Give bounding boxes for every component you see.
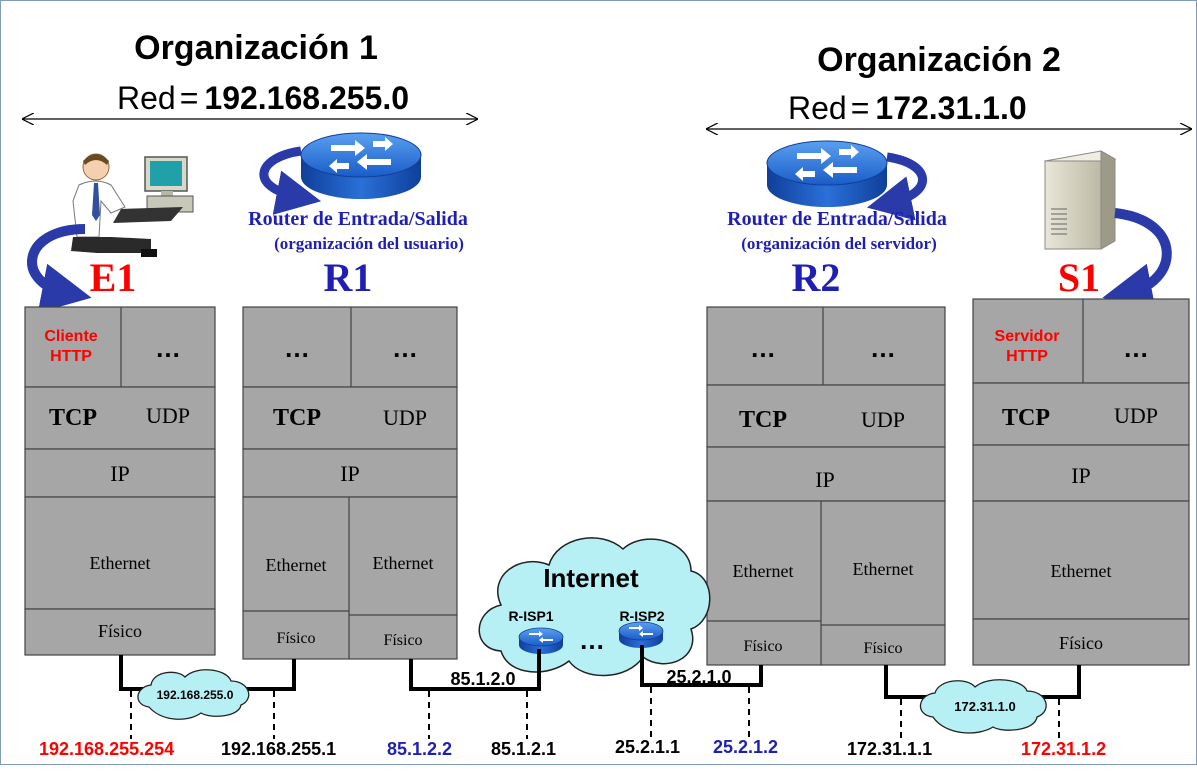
addr-s1: 172.31.1.2 <box>1021 739 1106 759</box>
org2-network-label: Red=172.31.1.0 <box>788 90 1027 126</box>
lan1-net-label: 192.168.255.0 <box>157 688 234 702</box>
r1-ethernet-right: Ethernet <box>373 553 434 573</box>
s1-app-line2: HTTP <box>1006 348 1048 365</box>
addr-r1-wan: 85.1.2.2 <box>387 739 452 759</box>
r1-tcp: TCP <box>273 405 321 431</box>
r1-subcaption: (organización del usuario) <box>274 234 464 253</box>
r2-udp: UDP <box>861 407 905 432</box>
r1-udp: UDP <box>383 405 427 430</box>
org1-network-label: Red=192.168.255.0 <box>117 80 409 116</box>
r1-physical-left: Físico <box>276 630 315 647</box>
s1-app2: … <box>1123 333 1149 363</box>
r2-physical-left: Físico <box>743 638 782 655</box>
lan2-cloud <box>919 679 1047 734</box>
e1-tcp: TCP <box>49 405 97 431</box>
svg-text:Red=172.31.1.0: Red=172.31.1.0 <box>788 90 1027 126</box>
e1-label: E1 <box>90 255 137 300</box>
e1-app-line1: Cliente <box>44 328 97 345</box>
r2-app2: … <box>870 333 896 363</box>
svg-text:Red=192.168.255.0: Red=192.168.255.0 <box>117 80 409 116</box>
e1-physical: Físico <box>98 621 142 641</box>
s1-udp: UDP <box>1114 403 1158 428</box>
org2-net-addr: 172.31.1.0 <box>875 90 1026 126</box>
r1-app2: … <box>392 333 418 363</box>
org1-net-prefix: Red <box>117 80 176 116</box>
r2-app1: … <box>750 333 776 363</box>
s1-tcp: TCP <box>1002 405 1050 431</box>
stack-s1 <box>972 298 1190 666</box>
r2-router-icon <box>766 140 888 208</box>
e1-curved-arrow <box>27 224 92 313</box>
r1-label: R1 <box>324 255 373 300</box>
addr-isp2: 25.2.1.1 <box>615 737 680 757</box>
org1-title: Organización 1 <box>134 29 378 67</box>
r2-ip: IP <box>815 467 835 492</box>
wan2-net-label: 25.2.1.0 <box>666 667 731 687</box>
r1-curved-arrow <box>259 146 322 215</box>
r2-caption: Router de Entrada/Salida <box>727 208 947 230</box>
r1-physical-right: Físico <box>383 632 422 649</box>
isp1-label: R-ISP1 <box>508 608 553 624</box>
e1-app2: … <box>155 333 181 363</box>
e1-app-line2: HTTP <box>50 348 92 365</box>
stack-r1 <box>242 306 458 660</box>
r2-ethernet-right: Ethernet <box>853 559 914 579</box>
r2-curved-arrow <box>866 152 927 221</box>
org1-net-addr: 192.168.255.0 <box>204 80 409 116</box>
org2-net-eq: = <box>851 90 870 126</box>
isp2-router-icon <box>618 621 664 649</box>
e1-ip: IP <box>110 461 130 486</box>
r2-physical-right: Físico <box>863 640 902 657</box>
server-icon <box>1043 150 1117 250</box>
s1-ethernet: Ethernet <box>1051 561 1112 581</box>
e1-udp: UDP <box>146 403 190 428</box>
r1-ip: IP <box>340 461 360 486</box>
isp-dots: … <box>579 625 605 655</box>
isp2-label: R-ISP2 <box>619 608 664 624</box>
stack-r2 <box>706 306 946 666</box>
org2-title: Organización 2 <box>817 41 1061 79</box>
s1-app-line1: Servidor <box>995 328 1060 345</box>
addr-r2-wan: 25.2.1.2 <box>713 737 778 757</box>
addr-isp1: 85.1.2.1 <box>491 739 556 759</box>
internet-label: Internet <box>543 563 639 593</box>
org2-net-prefix: Red <box>788 90 847 126</box>
r2-ethernet-left: Ethernet <box>733 561 794 581</box>
r1-ethernet-left: Ethernet <box>266 555 327 575</box>
r2-label: R2 <box>792 255 841 300</box>
s1-ip: IP <box>1071 463 1091 488</box>
wan1-net-label: 85.1.2.0 <box>450 669 515 689</box>
r1-router-icon <box>300 132 422 200</box>
s1-physical: Físico <box>1059 633 1103 653</box>
user-workstation-icon <box>71 153 194 257</box>
r1-app1: … <box>284 333 310 363</box>
stack-e1 <box>24 306 216 656</box>
addr-r2-lan: 172.31.1.1 <box>847 739 932 759</box>
lan2-net-label: 172.31.1.0 <box>954 699 1015 714</box>
s1-label: S1 <box>1058 255 1100 300</box>
s1-curved-arrow <box>1102 208 1172 313</box>
e1-ethernet: Ethernet <box>90 553 151 573</box>
lan1-cloud <box>137 669 250 720</box>
org1-net-eq: = <box>180 80 199 116</box>
r2-tcp: TCP <box>739 407 787 433</box>
r1-caption: Router de Entrada/Salida <box>248 208 468 230</box>
addr-r1-lan: 192.168.255.1 <box>221 739 336 759</box>
addr-e1: 192.168.255.254 <box>39 739 174 759</box>
r2-subcaption: (organización del servidor) <box>741 234 936 253</box>
address-leaders <box>130 687 1060 739</box>
